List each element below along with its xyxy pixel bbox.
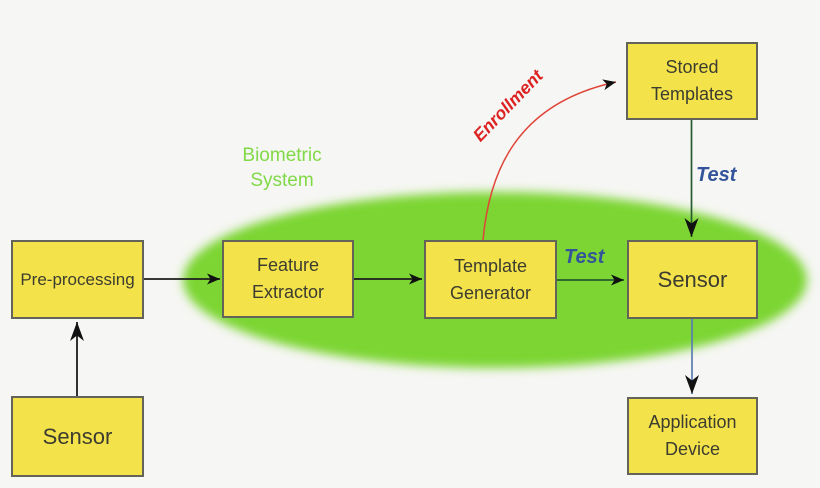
node-pre-processing: Pre-processing (11, 240, 144, 319)
node-label: Pre-processing (20, 270, 135, 289)
node-feature-extractor: Feature Extractor (222, 240, 354, 318)
node-label: Application (648, 412, 737, 432)
node-label: Sensor (42, 424, 113, 449)
node-label: Templates (650, 84, 734, 104)
biometric-system-title: Biometric System (242, 145, 322, 191)
node-label: Device (664, 439, 721, 459)
node-sensor-matcher: Sensor (627, 240, 758, 319)
node-label: Sensor (657, 267, 728, 292)
test-label-stored-templates: Test (696, 164, 737, 186)
node-label: Feature (256, 255, 320, 275)
node-template-generator: Template Generator (424, 240, 557, 319)
node-stored-templates: Stored Templates (626, 42, 758, 120)
node-label: Template (453, 255, 528, 276)
node-label: Stored (665, 57, 719, 77)
node-application-device: Application Device (627, 397, 758, 475)
edge-enrollment-curve (482, 79, 617, 241)
node-label: Extractor (251, 282, 325, 302)
node-label: Generator (449, 282, 532, 303)
test-label-template-generator: Test (564, 246, 605, 268)
node-sensor-input: Sensor (11, 396, 144, 477)
